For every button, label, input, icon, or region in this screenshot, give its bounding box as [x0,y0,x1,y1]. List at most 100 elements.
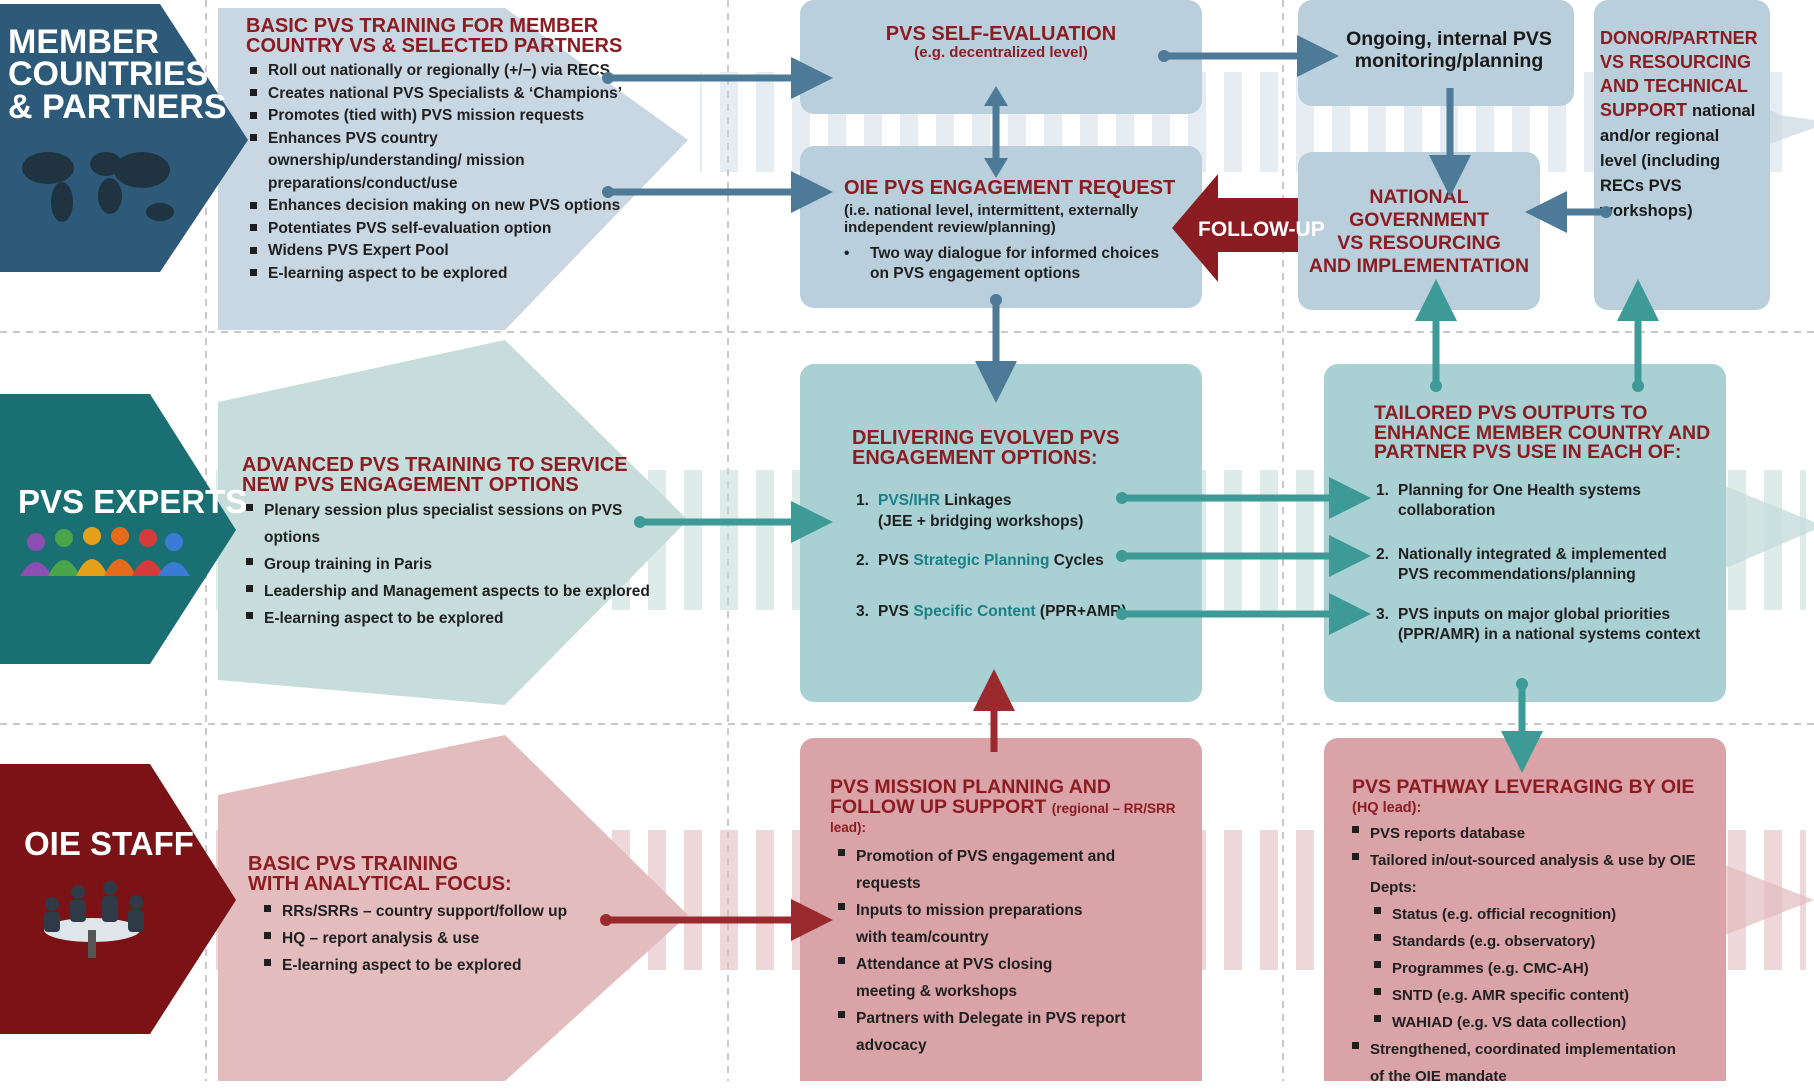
list-item: Creates national PVS Specialists & ‘Cham… [246,83,646,106]
option-text: (PPR+AMR) [1035,603,1127,620]
list-item: Enhances PVS country ownership/understan… [246,128,608,196]
list-item: Inputs to mission preparations with team… [834,897,1116,951]
list-item: Enhances decision making on new PVS opti… [246,195,646,218]
pathway-title-note: (HQ lead): [1352,799,1422,816]
monitoring-text: Ongoing, internal PVS monitoring/plannin… [1346,28,1552,72]
list-item: HQ – report analysis & use [260,925,648,952]
list-item: Strengthened, coordinated implementation… [1348,1036,1690,1090]
pathway-title: PVS PATHWAY LEVERAGING BY OIE [1352,776,1695,798]
list-item: Promotion of PVS engagement and requests [834,843,1182,897]
arrow-tailored-to-national [1415,279,1457,392]
output-subtext: PVS recommendations/planning [1398,565,1636,583]
experts-training-bullets: Plenary session plus specialist sessions… [242,497,662,632]
option-text: Linkages [940,492,1012,509]
mission-title-line2: FOLLOW UP SUPPORT [830,795,1047,818]
list-item: Tailored in/out-sourced analysis & use b… [1348,847,1716,901]
tailored-output-3: 3.PVS inputs on major global priorities … [1376,605,1726,645]
member-chevron-bg [218,8,688,330]
staff-label-shape [0,764,236,1034]
option-highlight: Specific Content [913,603,1036,620]
staff-training-block: BASIC PVS TRAINING WITH ANALYTICAL FOCUS… [248,854,648,979]
output-subtext: collaboration [1398,501,1496,519]
mission-planning-panel: PVS MISSION PLANNING AND FOLLOW UP SUPPO… [800,738,1202,1081]
mission-title-note: (regional – RR/SRR lead): [830,800,1176,835]
experts-training-title-line2: NEW PVS ENGAGEMENT OPTIONS [242,474,579,496]
pathway-leveraging-panel: PVS PATHWAY LEVERAGING BY OIE (HQ lead):… [1324,738,1726,1085]
output-text: Planning for One Health systems [1398,481,1641,499]
arrow-member-to-engagement [602,171,833,213]
member-label-line3: & PARTNERS [8,87,227,126]
arrow-experts-to-delivering [634,501,833,543]
option-text: PVS [878,552,914,569]
delivering-options-panel: DELIVERING EVOLVED PVS ENGAGEMENT OPTION… [800,364,1202,702]
experts-training-title-line1: ADVANCED PVS TRAINING TO SERVICE [242,454,628,476]
delivering-option-3: 3. PVS Specific Content (PPR+AMR) [856,601,1202,622]
member-label-line1: MEMBER [8,23,160,61]
list-item: WAHIAD (e.g. VS data collection) [1370,1009,1716,1036]
experts-training-block: ADVANCED PVS TRAINING TO SERVICE NEW PVS… [242,455,662,632]
engagement-request-bullet: • Two way dialogue for informed choices … [844,244,1172,284]
tailored-outputs-panel: TAILORED PVS OUTPUTS TO ENHANCE MEMBER C… [1324,364,1726,702]
arrow-self-eval-to-monitoring [1158,35,1339,77]
delivering-option-1: 1. PVS/IHR Linkages (JEE + bridging works… [856,490,1202,532]
national-title-line3: VS RESOURCING [1337,232,1501,254]
pathway-final-bullet: Strengthened, coordinated implementation… [1348,1036,1716,1090]
output-number: 3. [1376,605,1389,623]
staff-label: OIE STAFF [24,825,194,862]
option-number: 1. [856,492,869,509]
tailored-title-line3: PARTNER PVS USE IN EACH OF: [1374,441,1682,463]
national-title-line2: GOVERNMENT [1349,209,1489,231]
arrow-delivering-2-to-tailored-2 [1116,535,1371,577]
pathway-sub-bullets: Status (e.g. official recognition) Stand… [1370,901,1716,1036]
engagement-bullet-text: Two way dialogue for informed choices on… [870,245,1160,282]
tailored-outputs-title: TAILORED PVS OUTPUTS TO ENHANCE MEMBER C… [1374,403,1726,463]
tailored-output-1: 1. Planning for One Health systems collab… [1376,481,1726,521]
delivering-options-title: DELIVERING EVOLVED PVS ENGAGEMENT OPTION… [852,428,1202,468]
donor-partner-title: DONOR/PARTNER VS RESOURCING AND TECHNICA… [1600,28,1758,120]
option-highlight: PVS/IHR [878,492,941,509]
double-arrow-icon [984,86,1008,178]
member-label-line2: COUNTRIES [8,55,209,94]
list-item: E-learning aspect to be explored [260,952,648,979]
list-item: Promotes (tied with) PVS mission request… [246,105,646,128]
engagement-request-title: OIE PVS ENGAGEMENT REQUEST [844,177,1176,199]
list-item: Status (e.g. official recognition) [1370,901,1716,928]
follow-up-label: FOLLOW-UP [1198,218,1325,241]
option-number: 3. [856,603,869,620]
list-item: Potentiates PVS self-evaluation option [246,218,646,241]
experts-label: PVS EXPERTS [18,483,248,520]
monitoring-panel: Ongoing, internal PVS monitoring/plannin… [1298,0,1574,106]
experts-training-title: ADVANCED PVS TRAINING TO SERVICE NEW PVS… [242,455,662,495]
list-item: Roll out nationally or regionally (+/−) … [246,60,646,83]
option-subtext: (JEE + bridging workshops) [878,513,1084,530]
arrow-delivering-3-to-tailored-3 [1116,593,1371,635]
world-map-icon [22,152,174,222]
list-item: Attendance at PVS closing meeting & work… [834,951,1116,1005]
tailored-output-2: 2.Nationally integrated & implemented PV… [1376,545,1726,585]
output-number: 2. [1376,545,1389,563]
staff-training-title-line2: WITH ANALYTICAL FOCUS: [248,873,512,895]
mission-planning-bullets: Promotion of PVS engagement and requests… [834,843,1182,1059]
list-item: Standards (e.g. observatory) [1370,928,1716,955]
list-item: Partners with Delegate in PVS report adv… [834,1005,1182,1059]
output-text: PVS inputs on major global priorities [1398,605,1671,623]
member-training-bullets: Roll out nationally or regionally (+/−) … [246,60,646,285]
meeting-table-icon [44,881,144,958]
option-text: Cycles [1049,552,1104,569]
arrow-tailored-to-pathway [1501,678,1543,773]
arrow-engagement-to-delivering [975,294,1017,403]
delivering-title-line1: DELIVERING EVOLVED PVS [852,427,1120,449]
mission-planning-title: PVS MISSION PLANNING AND FOLLOW UP SUPPO… [830,777,1202,837]
row-dividers [0,331,1814,725]
delivering-title-line2: ENGAGEMENT OPTIONS: [852,447,1098,469]
arrow-delivering-1-to-tailored-1 [1116,477,1371,519]
output-number: 1. [1376,481,1389,499]
option-text: PVS [878,603,914,620]
option-number: 2. [856,552,869,569]
list-item: PVS reports database [1348,820,1716,847]
member-training-title-line1: BASIC PVS TRAINING FOR MEMBER [246,15,599,37]
donor-partner-text: DONOR/PARTNER VS RESOURCING AND TECHNICA… [1600,26,1760,223]
list-item: RRs/SRRs – country support/follow up [260,898,648,925]
self-evaluation-title: PVS SELF-EVALUATION [885,23,1117,45]
